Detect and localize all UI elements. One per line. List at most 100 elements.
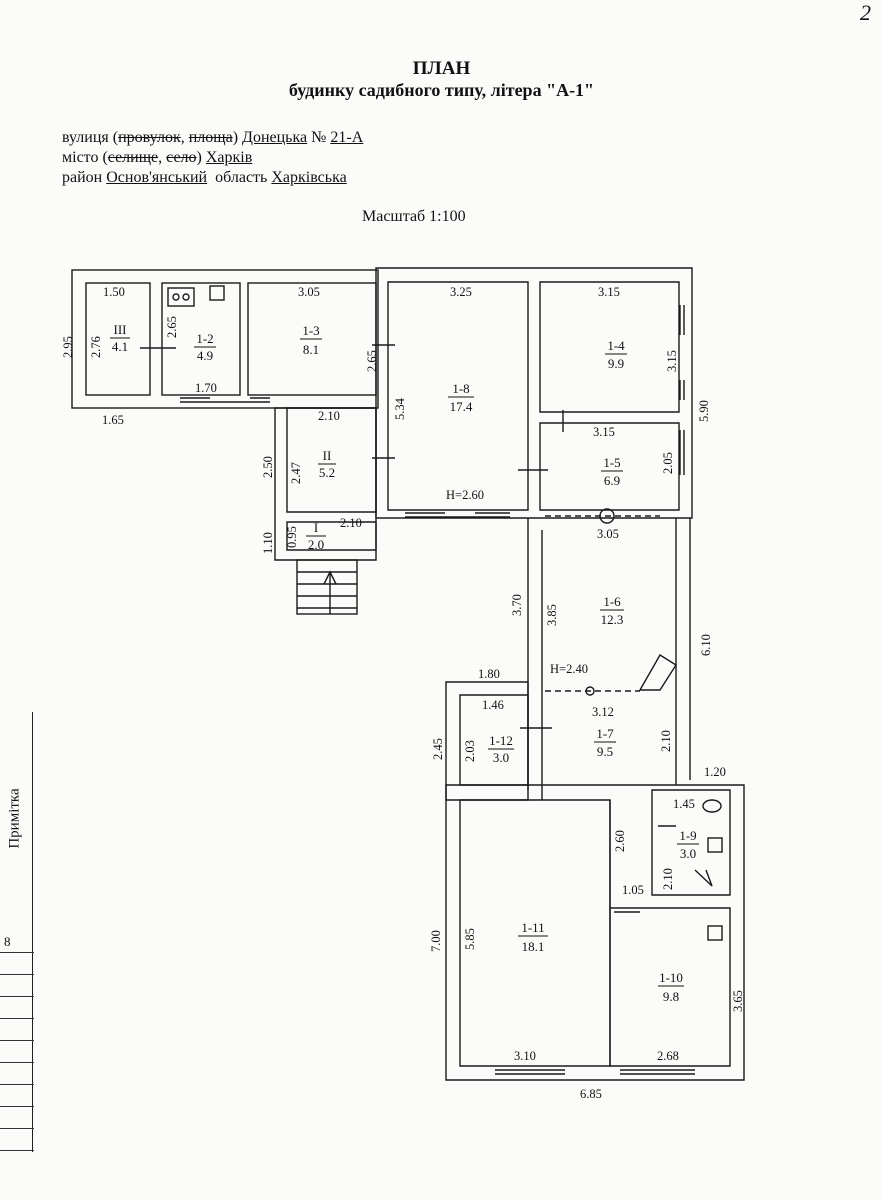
- svg-text:1.50: 1.50: [103, 285, 125, 299]
- svg-text:2.10: 2.10: [661, 868, 675, 890]
- room-label-1-8: 1-8: [452, 381, 469, 396]
- wall-corridor: [527, 518, 691, 800]
- room-label-I: I: [314, 520, 318, 535]
- svg-text:2.03: 2.03: [463, 740, 477, 762]
- room-label-1-9: 1-9: [679, 828, 696, 843]
- room-label-III: III: [114, 322, 127, 337]
- svg-text:5.85: 5.85: [463, 928, 477, 950]
- wall-outer-main: [375, 267, 693, 519]
- plan-subtitle: будинку садибного типу, літера "А-1": [288, 80, 595, 100]
- svg-text:1.20: 1.20: [704, 765, 726, 779]
- svg-text:1.65: 1.65: [102, 413, 124, 427]
- stair-winder-icon: [638, 654, 677, 691]
- wall-room-1-4: [539, 281, 680, 413]
- svg-text:9.8: 9.8: [663, 989, 679, 1004]
- svg-text:1.45: 1.45: [673, 797, 695, 811]
- side-note-rule: [0, 952, 34, 953]
- side-note-rule: [0, 1128, 34, 1129]
- sink-icon-2: [707, 925, 723, 941]
- room-label-1-3: 1-3: [302, 323, 319, 338]
- svg-text:3.65: 3.65: [731, 990, 745, 1012]
- dimension-labels: 1.50 3.05 3.25 3.15 2.95 2.76 2.65 2.65 …: [61, 285, 745, 1101]
- svg-text:2.95: 2.95: [61, 336, 75, 358]
- svg-text:3.85: 3.85: [545, 604, 559, 626]
- svg-text:17.4: 17.4: [450, 399, 473, 414]
- svg-text:3.0: 3.0: [493, 750, 509, 765]
- svg-text:6.85: 6.85: [580, 1087, 602, 1101]
- window-1-8: [405, 512, 510, 518]
- side-note-rule: [0, 1106, 34, 1107]
- svg-text:2.10: 2.10: [340, 516, 362, 530]
- side-note-number: 8: [4, 934, 11, 949]
- svg-text:0.95: 0.95: [285, 526, 299, 548]
- window-1-2: [180, 397, 270, 403]
- svg-text:1.70: 1.70: [195, 381, 217, 395]
- wall-room-I: [286, 521, 377, 551]
- plan-scale: Масштаб 1:100: [362, 208, 466, 225]
- wall-room-1-10: [609, 907, 731, 1067]
- svg-text:3.10: 3.10: [514, 1049, 536, 1063]
- svg-text:H=2.40: H=2.40: [550, 662, 588, 676]
- svg-text:2.10: 2.10: [659, 730, 673, 752]
- svg-text:2.0: 2.0: [308, 537, 324, 552]
- room-label-1-5: 1-5: [603, 455, 620, 470]
- address-city-line: місто (селище, село) Харків: [62, 149, 253, 166]
- sink-icon: [707, 837, 723, 853]
- room-label-1-12: 1-12: [489, 733, 513, 748]
- svg-text:3.15: 3.15: [598, 285, 620, 299]
- svg-text:3.05: 3.05: [298, 285, 320, 299]
- svg-text:3.12: 3.12: [592, 705, 614, 719]
- side-note-rule: [0, 1018, 34, 1019]
- room-labels: III 4.1 1-2 4.9 1-3 8.1 1-8 17.4 1-4 9.9…: [110, 322, 699, 1004]
- window-1-5: [679, 430, 685, 475]
- svg-text:3.15: 3.15: [665, 350, 679, 372]
- svg-text:6.10: 6.10: [699, 634, 713, 656]
- svg-text:3.0: 3.0: [680, 846, 696, 861]
- svg-text:2.45: 2.45: [431, 738, 445, 760]
- page-number: 2: [860, 0, 871, 25]
- svg-text:1.10: 1.10: [261, 532, 275, 554]
- svg-text:2.47: 2.47: [289, 462, 303, 484]
- wall-room-1-2: [161, 282, 241, 396]
- svg-text:12.3: 12.3: [601, 612, 624, 627]
- svg-text:4.1: 4.1: [112, 339, 128, 354]
- wall-room-1-9: [651, 789, 731, 896]
- side-note-rule: [0, 1040, 34, 1041]
- side-note-rule: [0, 974, 34, 975]
- district-name: Основ'янський: [106, 169, 208, 186]
- svg-text:3.25: 3.25: [450, 285, 472, 299]
- address-street-line: вулиця (провулок, площа) Донецька № 21-А: [62, 129, 364, 146]
- svg-text:2.65: 2.65: [165, 316, 179, 338]
- svg-text:2.76: 2.76: [89, 336, 103, 358]
- room-label-1-4: 1-4: [607, 338, 625, 353]
- side-note-rule: [0, 1150, 34, 1151]
- toilet-icon: [702, 799, 722, 813]
- city-name: Харків: [205, 149, 253, 166]
- svg-text:1.80: 1.80: [478, 667, 500, 681]
- side-note-rule: [0, 1084, 34, 1085]
- svg-text:3.15: 3.15: [593, 425, 615, 439]
- room-label-1-2: 1-2: [196, 331, 213, 346]
- svg-text:3.05: 3.05: [597, 527, 619, 541]
- side-note-rule: [0, 1062, 34, 1063]
- window-lower: [495, 1069, 695, 1075]
- stove-icon: [167, 287, 195, 307]
- svg-text:3.70: 3.70: [510, 594, 524, 616]
- stairs: [296, 559, 358, 615]
- address-district-line: район Основ'янський область Харківська: [62, 169, 347, 186]
- svg-text:2.10: 2.10: [318, 409, 340, 423]
- svg-text:2.68: 2.68: [657, 1049, 679, 1063]
- side-note-label: Примітка: [6, 788, 23, 849]
- wall-room-1-5: [539, 422, 680, 511]
- side-note-rule: [0, 996, 34, 997]
- street-name: Донецька: [242, 129, 308, 146]
- side-note-column: [0, 712, 33, 1152]
- room-label-1-7: 1-7: [596, 726, 614, 741]
- wall-room-1-8: [387, 281, 529, 511]
- svg-text:4.9: 4.9: [197, 348, 213, 363]
- region-name: Харківська: [271, 169, 347, 186]
- svg-text:9.9: 9.9: [608, 356, 624, 371]
- svg-text:6.9: 6.9: [604, 473, 620, 488]
- room-label-II: II: [323, 448, 332, 463]
